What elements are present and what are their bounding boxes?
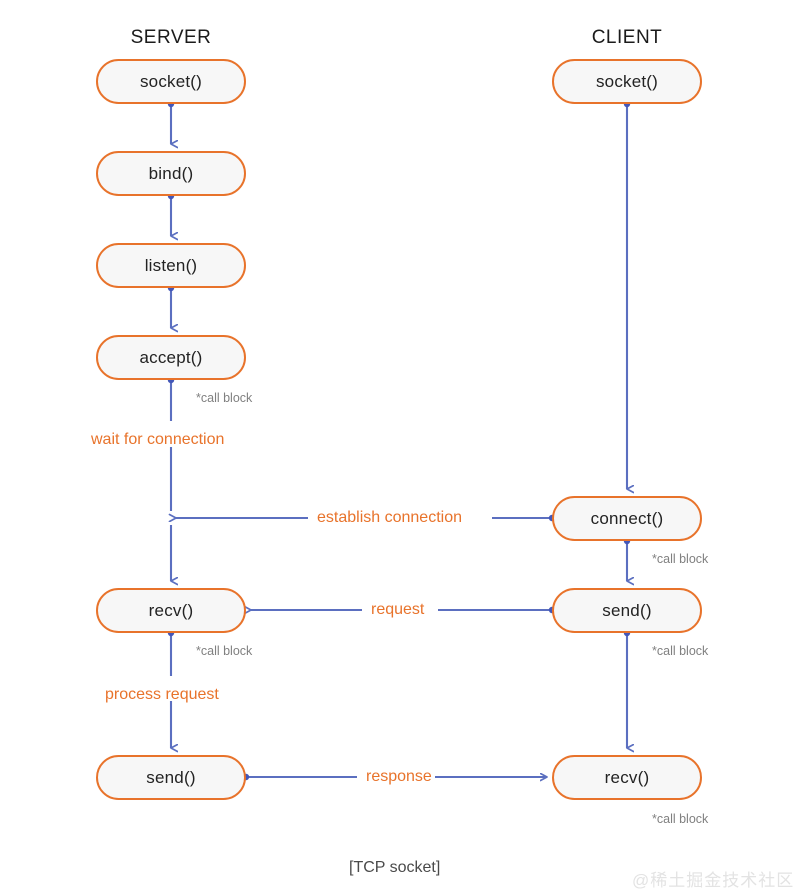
node-server-bind[interactable]: bind() bbox=[96, 151, 246, 196]
connector-dots bbox=[167, 100, 631, 781]
node-server-accept[interactable]: accept() bbox=[96, 335, 246, 380]
watermark: @稀土掘金技术社区 bbox=[632, 871, 795, 890]
annotation-client-send-call-block: *call block bbox=[652, 644, 709, 658]
annotation-server-process-request: process request bbox=[105, 686, 219, 703]
diagram-caption: [TCP socket] bbox=[349, 859, 441, 876]
annotation-client-recv-call-block: *call block bbox=[652, 812, 709, 826]
node-server-send[interactable]: send() bbox=[96, 755, 246, 800]
node-client-send[interactable]: send() bbox=[552, 588, 702, 633]
annotation-server-recv-call-block: *call block bbox=[196, 644, 253, 658]
node-server-socket[interactable]: socket() bbox=[96, 59, 246, 104]
annotation-client-connect-call-block: *call block bbox=[652, 552, 709, 566]
node-server-recv[interactable]: recv() bbox=[96, 588, 246, 633]
message-label-request: request bbox=[371, 601, 425, 618]
annotation-server-wait-for-connection: wait for connection bbox=[91, 431, 225, 448]
message-label-establish-connection: establish connection bbox=[317, 509, 462, 526]
message-label-response: response bbox=[366, 768, 432, 785]
node-client-socket[interactable]: socket() bbox=[552, 59, 702, 104]
column-title-client: CLIENT bbox=[591, 27, 663, 48]
node-server-listen[interactable]: listen() bbox=[96, 243, 246, 288]
column-title-server: SERVER bbox=[130, 27, 212, 48]
node-client-connect[interactable]: connect() bbox=[552, 496, 702, 541]
annotation-server-accept-call-block: *call block bbox=[196, 391, 253, 405]
node-client-recv[interactable]: recv() bbox=[552, 755, 702, 800]
